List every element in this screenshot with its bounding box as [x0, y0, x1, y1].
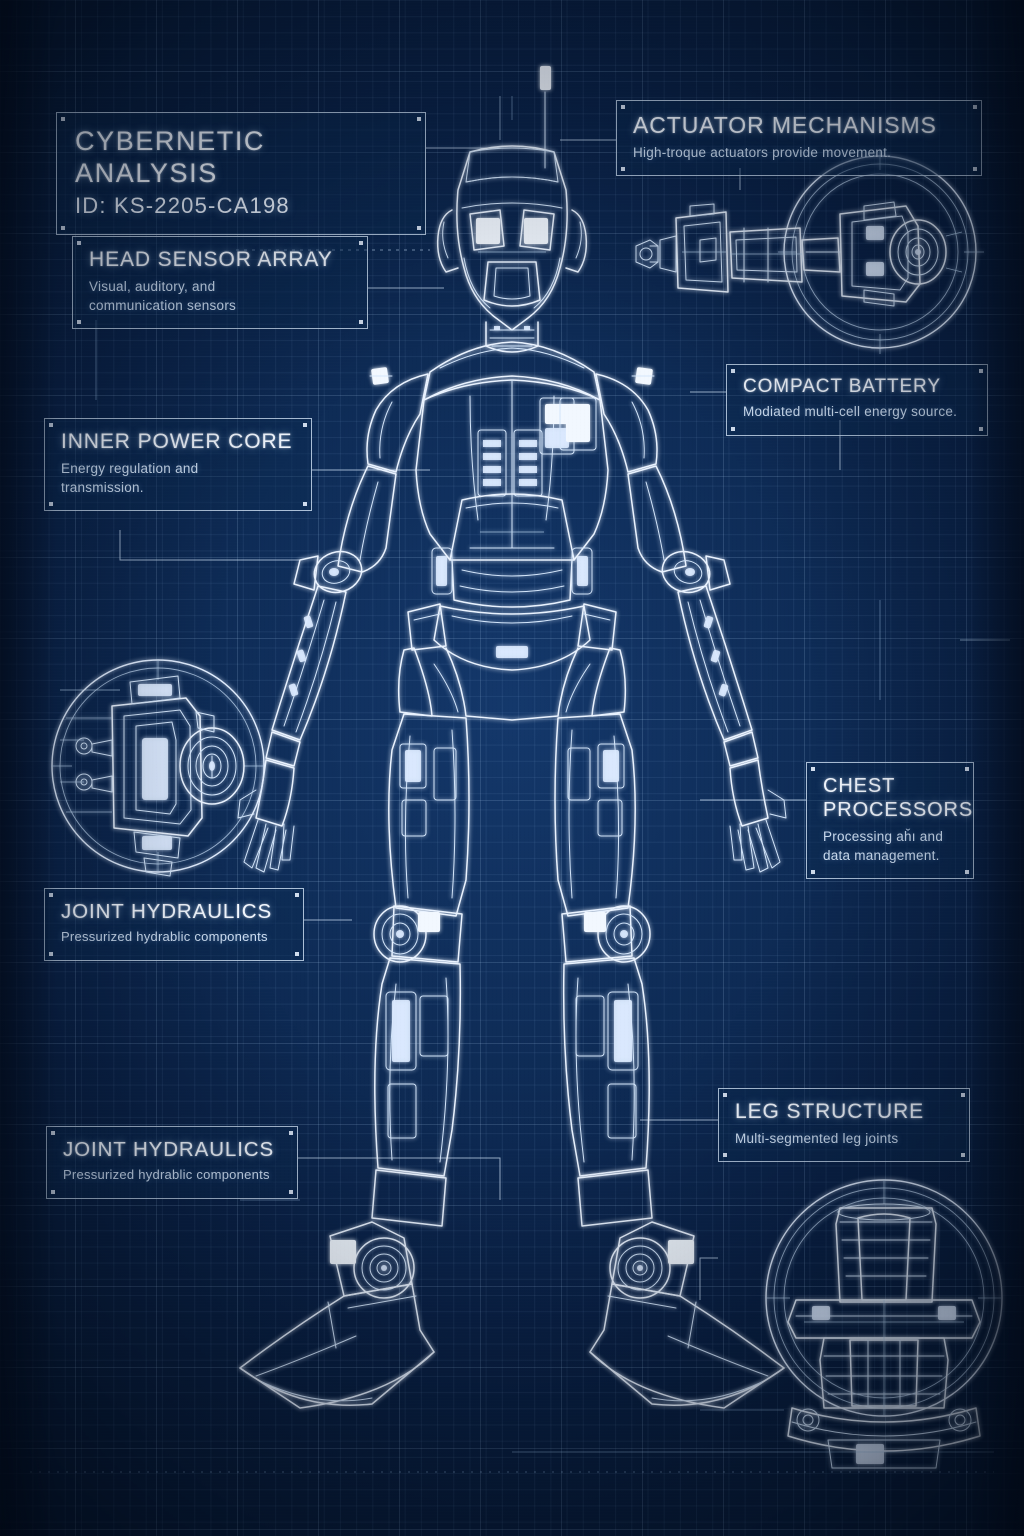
- callout-subtitle: Processing aȟı and data management.: [823, 828, 944, 863]
- inset-hydraulic-detail: [51, 659, 265, 877]
- leg-left: [239, 713, 470, 1409]
- inset-actuator-detail: [635, 150, 984, 354]
- callout-title: ACTUATOR MECHANISMS: [633, 112, 937, 138]
- callout-title: COMPACT BATTERY: [743, 376, 941, 397]
- head: [436, 145, 588, 331]
- inset-leg-joint-detail: [765, 1179, 1003, 1469]
- callout-subtitle: Multi-segmented leg joints: [735, 1130, 899, 1146]
- callout-subtitle: High-troque actuators provide movement.: [633, 145, 892, 161]
- callout-leg-structure: LEG STRUCTURE Multi-segmented leg joints: [718, 1088, 970, 1162]
- knee-left: [373, 905, 463, 963]
- callout-inner-power-core: INNER POWER CORE Energy regulation and t…: [44, 418, 312, 512]
- torso: [397, 341, 627, 721]
- ankle-right: [577, 1169, 695, 1299]
- callout-head-sensor-array: HEAD SENSOR ARRAY Visual, auditory, and …: [72, 236, 368, 330]
- ankle-left: [329, 1169, 447, 1299]
- callout-subtitle: Energy regulation and transmission.: [61, 460, 199, 495]
- leg-right: [554, 713, 785, 1409]
- callout-subtitle: Pressurized hydrablic components: [61, 929, 268, 945]
- callout-subtitle: Modiated multi-cell energy source.: [743, 404, 958, 420]
- arm-right: [627, 465, 787, 873]
- antenna: [540, 66, 551, 169]
- shoulders: [366, 367, 658, 473]
- left-edge-shadow: [0, 0, 56, 1536]
- foot-left: [239, 1283, 435, 1409]
- chest-panels: [539, 397, 597, 455]
- page-title: CYBERNETIC ANALYSIS: [75, 126, 266, 188]
- callout-compact-battery: COMPACT BATTERY Modiated multi-cell ener…: [726, 364, 988, 436]
- knee-right: [561, 905, 651, 963]
- callout-title: JOINT HYDRAULICS: [63, 1138, 275, 1161]
- callout-subtitle: Pressurized hydrablic components: [63, 1167, 270, 1183]
- callout-actuator-mechanisms: ACTUATOR MECHANISMS High-troque actuator…: [616, 100, 982, 177]
- callout-joint-hydraulics-lower: JOINT HYDRAULICS Pressurized hydrablic c…: [46, 1126, 298, 1199]
- callout-title: LEG STRUCTURE: [735, 1100, 925, 1123]
- chest-vents: [477, 429, 543, 497]
- callout-title: HEAD SENSOR ARRAY: [89, 248, 333, 271]
- foot-right: [589, 1283, 785, 1409]
- title-block: CYBERNETIC ANALYSIS ID: KS-2205-CA198: [56, 112, 426, 235]
- neck: [485, 321, 539, 353]
- callout-joint-hydraulics-upper: JOINT HYDRAULICS Pressurized hydrablic c…: [44, 888, 304, 961]
- callout-title: INNER POWER CORE: [61, 430, 293, 453]
- callout-title: JOINT HYDRAULICS: [61, 900, 273, 923]
- callout-subtitle: Visual, auditory, and communication sens…: [89, 278, 237, 313]
- document-id: ID: KS-2205-CA198: [75, 192, 290, 218]
- callout-chest-processors: CHEST PROCESSORS Processing aȟı and data…: [806, 762, 974, 880]
- right-edge-shadow: [968, 0, 1024, 1536]
- callout-title: CHEST PROCESSORS: [823, 775, 974, 822]
- arm-left: [237, 465, 397, 873]
